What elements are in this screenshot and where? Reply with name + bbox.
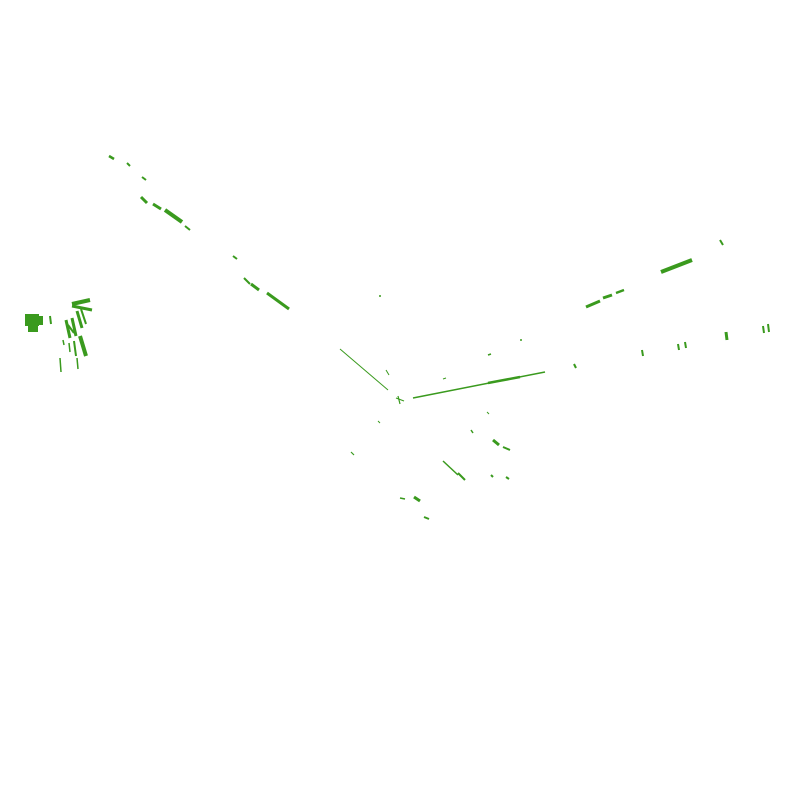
- track-upper-right-hit: [615, 288, 625, 295]
- track-right-hit: [442, 377, 447, 380]
- track-inner-hit: [385, 369, 390, 376]
- left-cluster-hit: [71, 304, 93, 312]
- left-cluster-hit: [73, 340, 77, 357]
- left-cluster-hit: [64, 319, 72, 339]
- left-cluster-hit: [78, 335, 88, 357]
- track-upper-left-hit: [126, 162, 131, 167]
- hit-layer: [25, 154, 770, 520]
- track-lower-hit: [502, 446, 511, 451]
- track-inner-hit: [339, 348, 389, 391]
- left-cluster-hit: [67, 324, 75, 334]
- left-cluster: [38, 316, 43, 325]
- track-upper-left-hit: [232, 255, 238, 260]
- track-right-hit: [724, 331, 729, 341]
- track-right-hit: [487, 375, 521, 385]
- left-cluster-hit: [59, 357, 62, 373]
- track-lower-hit: [442, 460, 459, 476]
- track-upper-right-hit: [719, 239, 724, 246]
- track-right-hit: [684, 341, 687, 349]
- track-upper-left-hit: [141, 176, 147, 181]
- stray-hit: [377, 420, 381, 424]
- track-lower-hit: [423, 516, 430, 520]
- stray-hit: [487, 353, 492, 356]
- left-cluster-hit: [70, 317, 78, 337]
- track-upper-left-hit: [184, 225, 191, 231]
- track-lower-hit: [399, 497, 406, 500]
- left-cluster-hit: [62, 339, 65, 346]
- track-upper-left-hit: [163, 208, 184, 224]
- vertex-hit: [395, 397, 405, 402]
- track-lower-hit: [457, 472, 466, 481]
- left-cluster-hit: [75, 310, 84, 329]
- left-cluster: [28, 326, 38, 332]
- left-cluster-hit: [71, 298, 91, 306]
- track-upper-right-hit: [585, 299, 601, 309]
- left-cluster: [25, 314, 39, 326]
- track-lower-hit: [413, 495, 421, 503]
- stray-hit: [486, 411, 490, 415]
- left-cluster-hit: [80, 308, 87, 325]
- track-lower-hit: [470, 429, 474, 434]
- left-cluster-hit: [49, 315, 52, 325]
- stray-hit: [379, 295, 381, 297]
- track-right-hit: [641, 349, 644, 357]
- track-upper-left-hit: [266, 291, 290, 311]
- track-upper-left-hit: [243, 277, 251, 285]
- track-upper-left-hit: [152, 202, 162, 211]
- track-upper-right-hit: [660, 258, 693, 274]
- track-right-hit: [767, 323, 770, 333]
- track-upper-left-hit: [250, 282, 260, 292]
- track-right-hit: [412, 371, 546, 399]
- track-right-hit: [677, 343, 680, 351]
- track-lower-hit: [492, 438, 500, 447]
- stray-hit: [350, 451, 355, 456]
- left-cluster-hit: [68, 342, 71, 353]
- track-lower-hit: [490, 474, 494, 478]
- left-cluster-hit: [76, 357, 79, 370]
- track-right-hit: [762, 325, 765, 334]
- track-upper-left-hit: [108, 154, 115, 161]
- vertex-hit: [397, 395, 401, 405]
- track-right-hit: [573, 363, 577, 369]
- track-lower-hit: [505, 476, 510, 480]
- track-upper-right-hit: [602, 293, 613, 300]
- track-upper-left-hit: [139, 195, 149, 205]
